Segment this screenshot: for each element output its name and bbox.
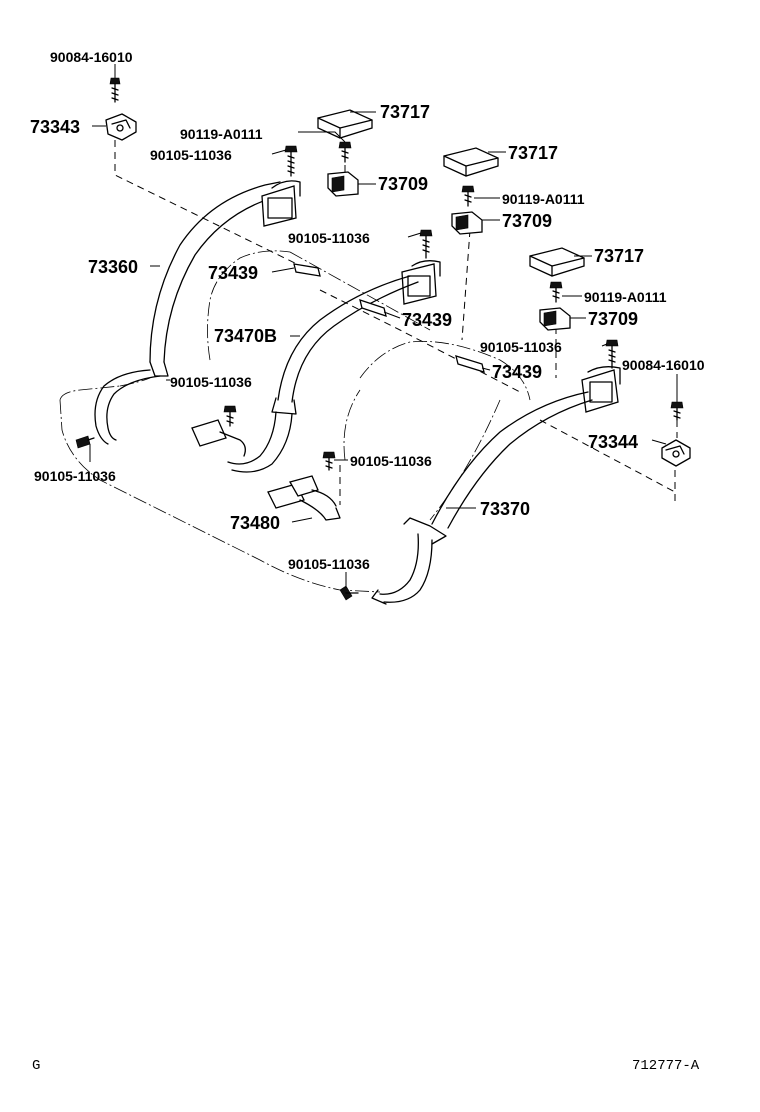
anchor-73343 <box>105 113 137 141</box>
label-73439-a: 73439 <box>208 263 258 283</box>
bracket-73709-b <box>451 211 483 235</box>
part-labels: 90084-16010 73343 73717 90119-A0111 9010… <box>30 49 705 572</box>
anchor-73344 <box>661 439 691 467</box>
label-73717-b: 73717 <box>508 143 558 163</box>
bolt-90105-11036-b <box>419 229 433 259</box>
bolt-90119-a0111-a <box>338 141 352 163</box>
label-73439-b: 73439 <box>402 310 452 330</box>
label-73343: 73343 <box>30 117 80 137</box>
label-90105-11036-g: 90105-11036 <box>288 556 370 572</box>
label-90119-a0111-c: 90119-A0111 <box>584 289 667 305</box>
label-73344: 73344 <box>588 432 638 452</box>
label-90084-16010-a: 90084-16010 <box>50 49 133 65</box>
label-73717-a: 73717 <box>380 102 430 122</box>
seat-cushion-outline <box>59 250 531 593</box>
bolt-90119-a0111-b <box>461 185 475 207</box>
footer-left-code: G <box>32 1058 40 1074</box>
label-90105-11036-f: 90105-11036 <box>350 453 432 469</box>
bracket-73709-c <box>539 307 571 331</box>
label-90105-11036-b: 90105-11036 <box>288 230 370 246</box>
label-90105-11036-c: 90105-11036 <box>480 339 562 355</box>
diagram-number: 712777-A <box>632 1058 700 1074</box>
label-90105-11036-d: 90105-11036 <box>170 374 252 390</box>
pad-73439-b <box>359 299 387 317</box>
cover-73717-c <box>529 247 585 277</box>
cover-73717-a <box>317 109 373 139</box>
bolt-90105-11036-c <box>605 339 619 369</box>
buckle-left <box>191 419 246 457</box>
belt-73470b <box>227 260 441 473</box>
label-73470b: 73470B <box>214 326 277 346</box>
label-73370: 73370 <box>480 499 530 519</box>
label-73480: 73480 <box>230 513 280 533</box>
bolt-90105-11036-d <box>223 405 237 427</box>
label-90119-a0111-b: 90119-A0111 <box>502 191 585 207</box>
label-73360: 73360 <box>88 257 138 277</box>
label-90119-a0111-a: 90119-A0111 <box>180 126 263 142</box>
label-73717-c: 73717 <box>594 246 644 266</box>
buckle-73480 <box>267 475 341 521</box>
pad-73439-a <box>293 263 321 277</box>
label-73709-a: 73709 <box>378 174 428 194</box>
reference-lines <box>114 140 678 505</box>
bolt-90105-11036-f <box>322 451 336 471</box>
cover-73717-b <box>443 147 499 177</box>
bolt-90084-16010-b <box>670 401 684 421</box>
leader-lines <box>89 64 678 588</box>
bolt-90105-11036-g <box>339 585 359 601</box>
bolt-90119-a0111-c <box>549 281 563 303</box>
bolt-90105-11036-e <box>75 435 95 449</box>
bolt-90084-16010-a <box>109 77 121 103</box>
label-73709-c: 73709 <box>588 309 638 329</box>
label-90105-11036-a: 90105-11036 <box>150 147 232 163</box>
label-90084-16010-b: 90084-16010 <box>622 357 705 373</box>
bolt-90105-11036-a <box>284 145 298 177</box>
label-73439-c: 73439 <box>492 362 542 382</box>
belt-73360 <box>94 180 301 445</box>
pad-73439-c <box>455 355 485 373</box>
belt-73370 <box>371 366 621 605</box>
label-90105-11036-e: 90105-11036 <box>34 468 116 484</box>
bracket-73709-a <box>327 171 359 197</box>
label-73709-b: 73709 <box>502 211 552 231</box>
